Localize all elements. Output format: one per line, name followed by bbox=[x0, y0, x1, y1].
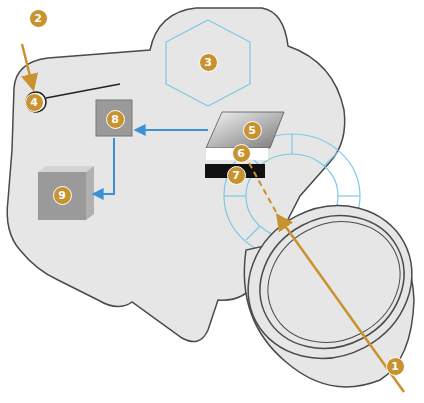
reflex-mirror bbox=[206, 112, 284, 148]
callout-number: 8 bbox=[106, 110, 125, 129]
lens bbox=[221, 177, 424, 387]
callout-number: 6 bbox=[232, 144, 251, 163]
light-path-eye bbox=[22, 44, 33, 88]
af-sensor bbox=[96, 100, 132, 136]
eyepiece-line bbox=[46, 84, 120, 98]
callout-number: 7 bbox=[227, 166, 246, 185]
signal-arrow bbox=[94, 138, 114, 194]
light-path bbox=[278, 216, 404, 392]
pentaprism-outline bbox=[166, 20, 250, 106]
signal-arrow bbox=[136, 129, 208, 131]
processor bbox=[38, 172, 86, 220]
processor-top bbox=[38, 166, 94, 172]
callout-number: 1 bbox=[386, 357, 405, 376]
callout-number: 2 bbox=[29, 9, 48, 28]
callout-number: 4 bbox=[25, 93, 44, 112]
callout-number: 5 bbox=[243, 121, 262, 140]
callout-number: 9 bbox=[53, 186, 72, 205]
callout-number: 3 bbox=[199, 53, 218, 72]
processor-side bbox=[86, 166, 94, 220]
